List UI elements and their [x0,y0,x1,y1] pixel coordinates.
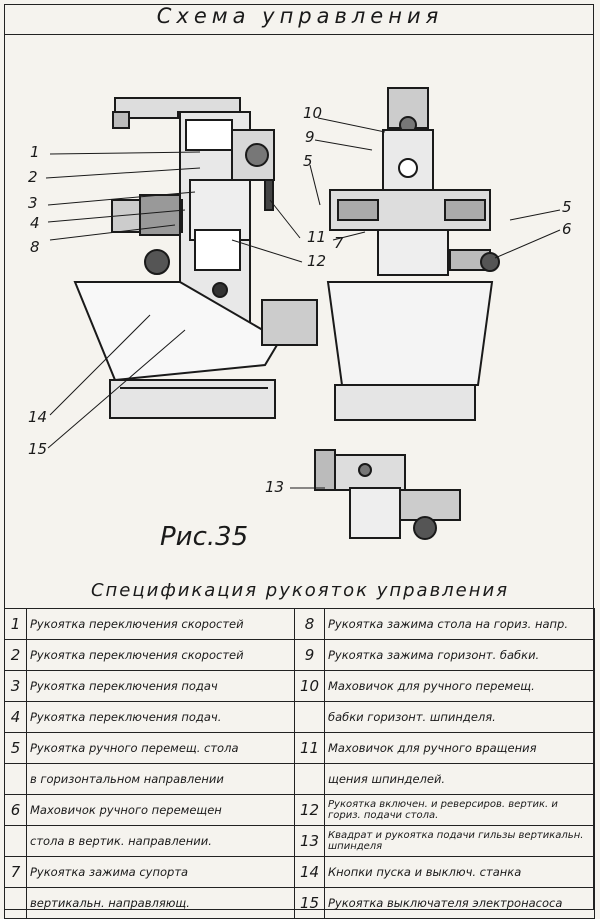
callout-3: 3 [28,194,38,212]
callout-5-right: 5 [562,198,572,216]
row-text: Квадрат и рукоятка подачи гильзы вертика… [324,825,595,857]
row-number: 3 [4,670,27,702]
row-text: в горизонтальном направлении [26,763,295,795]
row-text: бабки горизонт. шпинделя. [324,701,595,733]
side-view [73,97,318,419]
figure-caption: Рис.35 [160,522,249,552]
row-number: 8 [294,608,325,640]
row-number: 11 [294,732,325,764]
row-number [294,701,325,733]
row-text: Рукоятка переключения скоростей [26,608,295,640]
callout-4: 4 [30,214,40,232]
row-number: 12 [294,794,325,826]
row-text: Рукоятка зажима супорта [26,856,295,888]
row-text: Кнопки пуска и выключ. станка [324,856,595,888]
row-text: Рукоятка переключения подач. [26,701,295,733]
row-number: 14 [294,856,325,888]
front-view [326,87,500,421]
spec-title: Спецификация рукояток управления [90,580,510,601]
callout-11: 11 [307,228,327,246]
callout-10: 10 [303,104,323,122]
detail-view [314,449,461,540]
row-number: 4 [4,701,27,733]
callout-6: 6 [562,220,572,238]
callout-15: 15 [28,440,48,458]
row-number: 13 [294,825,325,857]
row-number: 1 [4,608,27,640]
callout-2: 2 [28,168,38,186]
row-text: Рукоятка зажима стола на гориз. напр. [324,608,595,640]
row-text: Маховичок для ручного перемещ. [324,670,595,702]
row-number: 10 [294,670,325,702]
callout-13: 13 [265,478,285,496]
row-number [4,825,27,857]
leader-lines [45,117,561,489]
row-number [4,763,27,795]
row-text: Маховичок для ручного вращения [324,732,595,764]
row-text: Маховичок ручного перемещен [26,794,295,826]
callout-9: 9 [305,128,315,146]
row-text: Рукоятка переключения подач [26,670,295,702]
row-number: 7 [4,856,27,888]
row-number: 9 [294,639,325,671]
callout-14: 14 [28,408,48,426]
row-number: 5 [4,732,27,764]
row-text: щения шпинделей. [324,763,595,795]
row-number: 6 [4,794,27,826]
row-text: стола в вертик. направлении. [26,825,295,857]
row-number: 2 [4,639,27,671]
callout-8: 8 [30,238,40,256]
header-divider [4,34,594,35]
callout-5-left: 5 [303,152,313,170]
row-number [294,763,325,795]
callout-1: 1 [30,143,40,161]
callout-7: 7 [334,234,344,252]
row-text: Рукоятка включен. и реверсиров. вертик. … [324,794,595,826]
table-row: в горизонтальном направлении щения шпинде… [4,763,595,795]
callout-12: 12 [307,252,327,270]
row-text: Рукоятка зажима горизонт. бабки. [324,639,595,671]
row-text: Рукоятка переключения скоростей [26,639,295,671]
row-text: Рукоятка ручного перемещ. стола [26,732,295,764]
sheet-title: Схема управления [156,4,444,28]
